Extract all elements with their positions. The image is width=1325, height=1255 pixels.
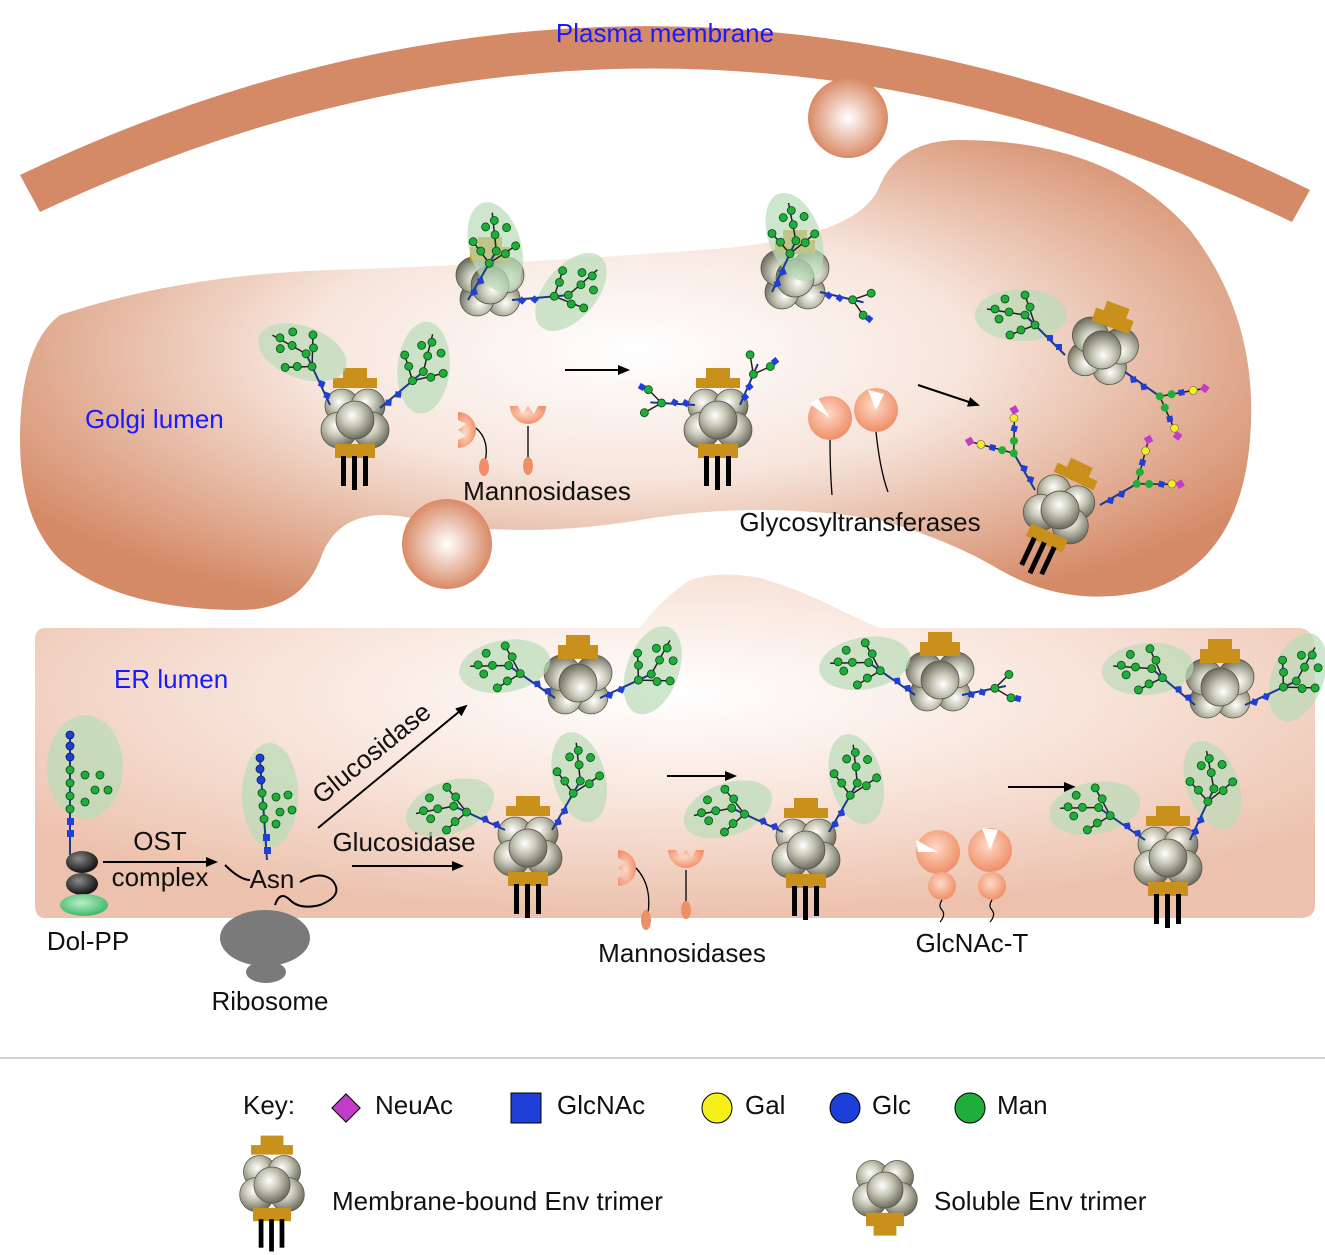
glycosyltransferases-label: Glycosyltransferases [739,507,980,537]
key-glcnac-label: GlcNAc [557,1090,645,1120]
key-glc-label: Glc [872,1090,911,1120]
key-neuac-label: NeuAc [375,1090,453,1120]
nascent-glycoprotein-glycan [242,743,298,861]
er-mannosidase-1 [618,850,651,930]
golgi-mannosidases-label: Mannosidases [463,476,631,506]
ost-label: OST [133,826,187,856]
er-mannosidases-label: Mannosidases [598,938,766,968]
glcnac-t-2 [968,828,1012,923]
key-membrane-trimer-label: Membrane-bound Env trimer [332,1186,663,1216]
key-title: Key: [243,1090,295,1120]
glycosyltransferase-1 [808,396,852,496]
golgi-vesicle [402,499,492,589]
asn-label: Asn [250,864,295,894]
key-gal-label: Gal [745,1090,785,1120]
ribosome [220,910,310,983]
gal-symbol-icon [701,1092,733,1124]
glcnac-t-1 [916,830,960,923]
dol-pp-label: Dol-PP [47,926,129,956]
glucosidase-arrow-upper [317,704,468,829]
golgi-arrow-2 [917,384,980,407]
dol-pp-lipid-linked-oligosaccharide [47,715,123,916]
golgi-mannosidase-1 [458,412,489,476]
plasma-membrane-label: Plasma membrane [556,18,774,48]
golgi-compartment [20,140,1252,610]
soluble-trimer-icon [852,1160,918,1237]
neuac-symbol-icon [331,1093,361,1123]
er-lumen-label: ER lumen [114,664,228,694]
secretory-vesicle [808,78,888,158]
ribosome-label: Ribosome [211,986,328,1016]
glc-symbol-icon [829,1092,861,1124]
nascent-polypeptide [224,864,338,908]
golgi-lumen-label: Golgi lumen [85,404,224,434]
complex-label: complex [112,862,209,892]
key-soluble-trimer-label: Soluble Env trimer [934,1186,1147,1216]
membrane-bound-trimer-icon [239,1135,305,1252]
glcnac-t-label: GlcNAc-T [916,928,1029,958]
plasma-membrane [20,26,1310,222]
glcnac-symbol-icon [510,1092,542,1124]
key-man-label: Man [997,1090,1048,1120]
glycosyltransferase-2 [854,388,898,493]
man-symbol-icon [954,1092,986,1124]
